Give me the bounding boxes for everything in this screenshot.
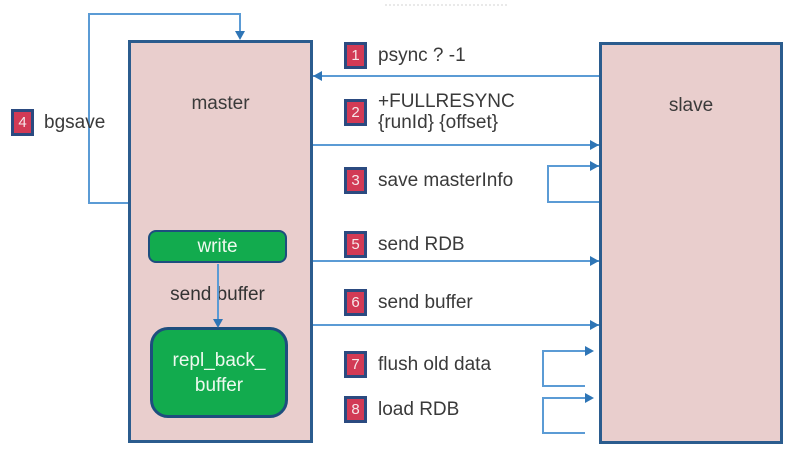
step-badge-2: 2 [344,98,367,126]
master-node-label: master [191,93,250,114]
arrowhead-right-icon [585,393,594,403]
step-badge-3: 3 [344,167,367,194]
load-rdb-loop [542,393,594,434]
arrowhead-right-icon [590,140,599,150]
slave-node [599,42,783,444]
arrowhead-down-icon [235,31,245,40]
step-label-2-line1: +FULLRESYNC [378,91,515,112]
arrow-fullresync-line [313,144,599,146]
step-label-5: send RDB [378,234,465,255]
flush-old-data-loop [542,346,594,387]
step-badge-5: 5 [344,231,367,258]
slave-node-label: slave [668,95,714,116]
step-row-5: 5 send RDB [344,231,465,258]
step-row-7: 7 flush old data [344,351,491,378]
repl-back-buffer-node: repl_back_ buffer [150,327,288,418]
save-masterinfo-loop [547,161,599,203]
step-row-6: 6 send buffer [344,289,473,316]
step-row-3: 3 save masterInfo [344,167,513,194]
step-badge-1: 1 [344,42,367,69]
arrow-send-rdb-line [313,260,599,262]
faint-artifact [385,4,507,6]
step-badge-4: 4 [11,109,34,136]
step-label-2-line2: {runId} {offset} [378,112,499,133]
write-node-label: write [197,236,238,257]
arrowhead-right-icon [585,346,594,356]
arrowhead-right-icon [590,256,599,266]
step-label-1: psync ? -1 [378,45,466,66]
bgsave-loop-top-line [88,13,241,15]
bgsave-label: bgsave [44,112,106,133]
arrowhead-right-icon [590,161,599,171]
send-buffer-arrow-line [217,264,219,321]
arrow-send-buffer-line [313,324,599,326]
step-label-8: load RDB [378,399,460,420]
step-badge-6: 6 [344,289,367,316]
write-node: write [148,230,287,263]
step-row-2: 2 +FULLRESYNC {runId} {offset} [344,90,515,134]
step-row-1: 1 psync ? -1 [344,42,466,69]
step-label-7: flush old data [378,354,492,375]
step-label-3: save masterInfo [378,170,514,191]
bgsave-row: 4 bgsave [11,109,105,136]
step-badge-8: 8 [344,396,367,423]
arrow-psync-line [313,75,599,77]
arrowhead-down-icon [213,319,223,328]
repl-back-buffer-label-line1: repl_back_ [172,349,266,371]
repl-back-buffer-label-line2: buffer [194,374,244,396]
bgsave-loop-bottom-line [88,202,128,204]
bgsave-loop-left-line [88,13,90,204]
step-label-2: +FULLRESYNC {runId} {offset} [378,91,515,133]
step-badge-7: 7 [344,351,367,378]
step-label-6: send buffer [378,292,473,313]
step-row-8: 8 load RDB [344,396,459,423]
arrowhead-right-icon [590,320,599,330]
bgsave-loop-right-line [239,13,241,32]
arrowhead-left-icon [313,71,322,81]
